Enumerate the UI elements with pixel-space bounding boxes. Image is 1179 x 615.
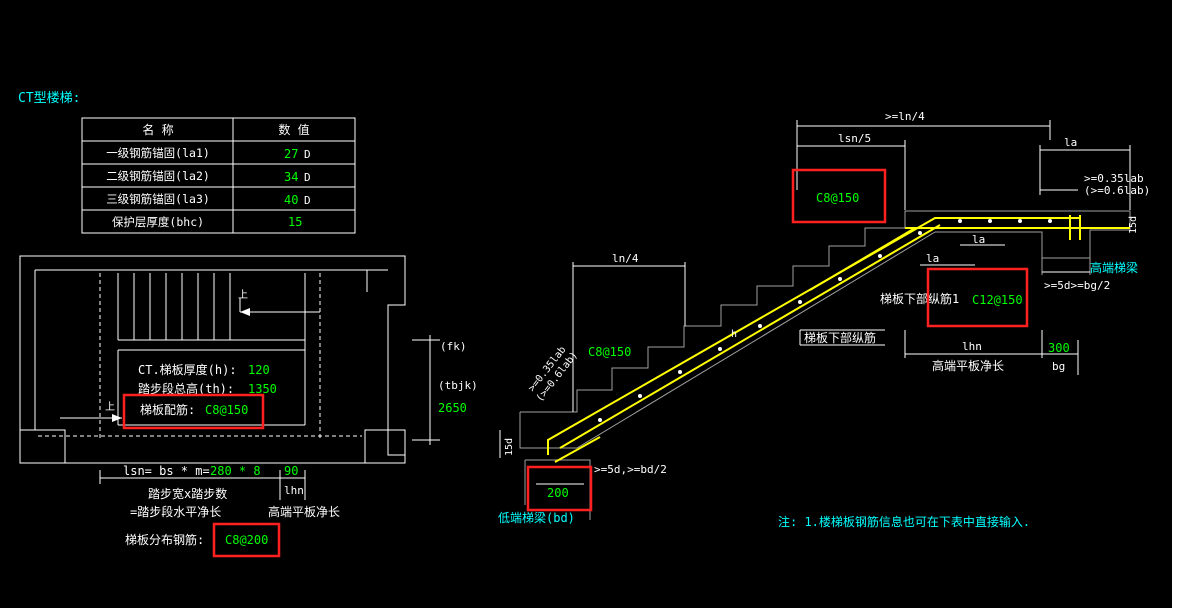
section-bottom-rebar-1: 梯板下部纵筋1	[880, 291, 959, 306]
section-lhn-label: lhn	[962, 340, 982, 353]
table-header-name: 名 称	[142, 122, 173, 137]
section-h-label: h	[731, 329, 737, 340]
plan-width-value[interactable]: 2650	[438, 401, 467, 415]
plan-fk-label: (fk)	[440, 340, 467, 353]
table-row-name: 一级钢筋锚固(la1)	[106, 146, 210, 160]
section-high-platform: 高端平板净长	[932, 358, 1004, 373]
highlight-box	[122, 393, 265, 430]
highlight-box	[926, 267, 1029, 328]
table-row-value[interactable]: 15	[288, 215, 302, 229]
section-bottom-rebar-1-value[interactable]: C12@150	[972, 293, 1023, 307]
section-ln4-left: ln/4	[612, 252, 639, 265]
rebar-dots	[598, 219, 1052, 422]
plan-rebar-value[interactable]: C8@150	[205, 403, 248, 417]
section-high-beam: 高端梯梁	[1090, 260, 1138, 275]
plan-dist-label: 梯板分布钢筋:	[125, 532, 204, 547]
plan-lhn-label: lhn	[284, 484, 304, 497]
table-row-value[interactable]: 27	[284, 147, 298, 161]
section-bd-value[interactable]: 200	[547, 486, 569, 500]
table-row-name: 二级钢筋锚固(la2)	[106, 169, 210, 183]
plan-step-desc-1: 踏步宽x踏步数	[148, 486, 227, 501]
plan-high-platform: 高端平板净长	[268, 504, 340, 519]
table-row-name: 保护层厚度(bhc)	[112, 215, 204, 229]
drawing-title: CT型楼梯:	[18, 91, 80, 106]
section-lsn5: lsn/5	[838, 132, 871, 145]
plan-lhn-value[interactable]: 90	[284, 464, 298, 478]
highlight-box	[212, 522, 281, 558]
plan-height-label: 踏步段总高(th):	[138, 381, 234, 396]
section-15d-right: 15d	[1128, 216, 1139, 234]
parameter-table: 名 称 数 值 一级钢筋锚固(la1) 27 D 二级钢筋锚固(la2) 34 …	[81, 117, 356, 234]
section-top-note-2: (>=0.6lab)	[1084, 184, 1150, 197]
highlight-box	[526, 465, 593, 512]
section-bg-value[interactable]: 300	[1048, 341, 1070, 355]
plan-view: 上 上 CT.梯板厚度(h): 120 踏步段总高(th): 1350 梯板配筋…	[19, 255, 478, 558]
table-header-value: 数 值	[278, 122, 309, 137]
table-row-unit: D	[304, 171, 311, 184]
plan-tbjk-label: (tbjk)	[438, 379, 478, 392]
section-la-mid2: la	[926, 252, 939, 265]
section-view: >=ln/4 lsn/5 la >=0.35lab (>=0.6lab) C8@…	[498, 110, 1150, 529]
highlight-box	[791, 168, 887, 224]
plan-lsn-label: lsn= bs * m=	[123, 464, 210, 478]
section-15d-left: 15d	[504, 438, 515, 456]
up-arrow-label-2: 上	[105, 401, 115, 413]
table-row-name: 三级钢筋锚固(la3)	[106, 192, 210, 206]
table-row-unit: D	[304, 194, 311, 207]
up-arrow-label: 上	[238, 289, 248, 301]
table-row-value[interactable]: 40	[284, 193, 298, 207]
section-bg-note: >=5d>=bg/2	[1044, 279, 1110, 292]
plan-dist-value[interactable]: C8@200	[225, 533, 268, 547]
section-low-beam: 低端梯梁(bd)	[498, 510, 575, 525]
section-bd-note: >=5d,>=bd/2	[594, 463, 667, 476]
plan-thickness-label: CT.梯板厚度(h):	[138, 362, 237, 377]
section-bg-label: bg	[1052, 360, 1065, 373]
section-la-mid: la	[972, 233, 985, 246]
plan-thickness-value[interactable]: 120	[248, 363, 270, 377]
plan-lsn-value[interactable]: 280 * 8	[210, 464, 261, 478]
table-row-value[interactable]: 34	[284, 170, 298, 184]
plan-rebar-label: 梯板配筋:	[140, 402, 195, 417]
section-top-rebar[interactable]: C8@150	[816, 191, 859, 205]
plan-step-desc-2: =踏步段水平净长	[130, 504, 221, 519]
section-ln4-top: >=ln/4	[885, 110, 925, 123]
section-footnote: 注: 1.楼梯板钢筋信息也可在下表中直接输入.	[778, 514, 1030, 529]
table-row-unit: D	[304, 148, 311, 161]
section-la-top: la	[1064, 136, 1077, 149]
section-top-note-1: >=0.35lab	[1084, 172, 1144, 185]
section-bottom-rebar: 梯板下部纵筋	[804, 330, 876, 345]
plan-height-value[interactable]: 1350	[248, 382, 277, 396]
section-left-rebar[interactable]: C8@150	[588, 345, 631, 359]
